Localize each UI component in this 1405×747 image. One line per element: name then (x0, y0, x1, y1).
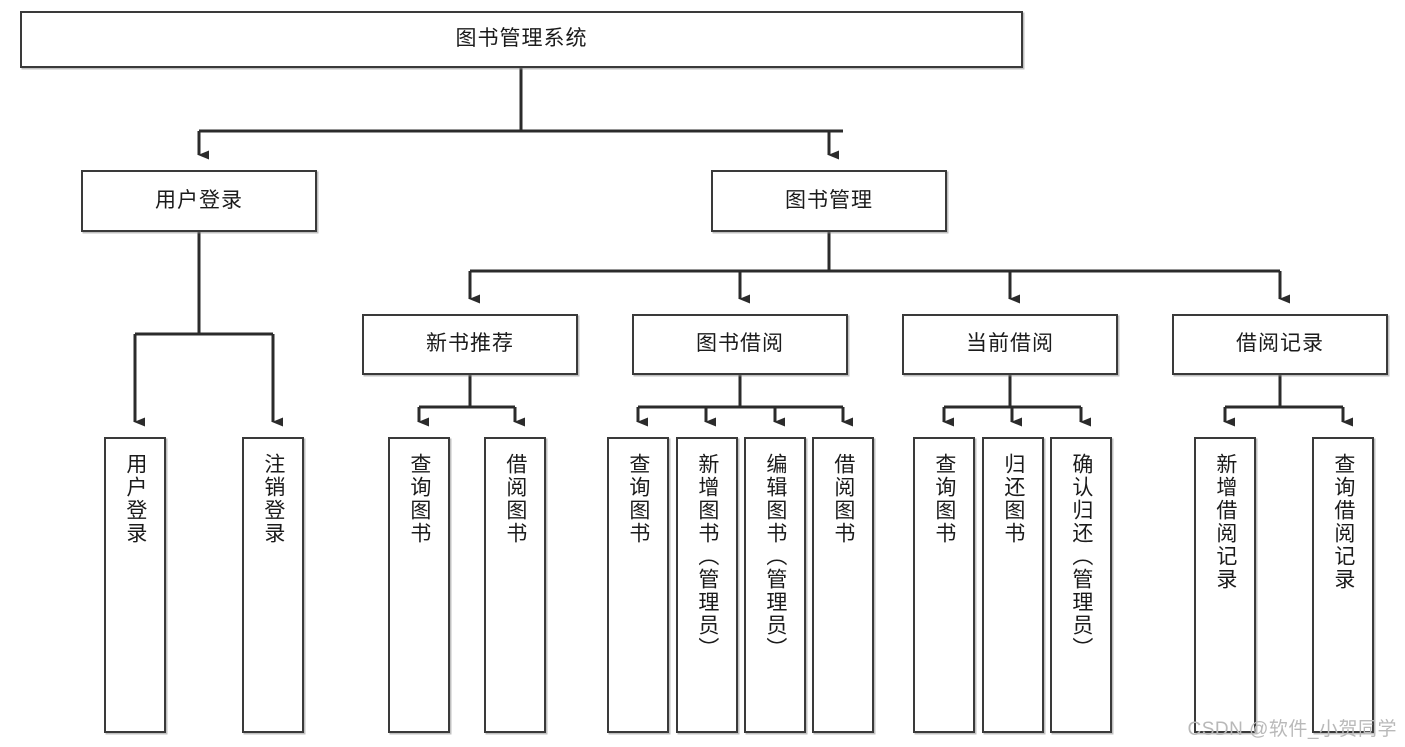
leaf-return-book-label: 归还图书 (1001, 453, 1025, 545)
node-book-manage[interactable]: 图书管理 (711, 170, 947, 232)
node-book-borrow-label: 图书借阅 (696, 332, 784, 356)
leaf-user-login-label: 用户登录 (123, 453, 147, 545)
leaf-borrow-book-2-label: 借阅图书 (831, 453, 855, 545)
leaf-query-book-2-label: 查询图书 (626, 453, 650, 545)
leaf-borrow-book-2[interactable]: 借阅图书 (812, 437, 874, 733)
leaf-add-book-admin-label: 新增图书（管理员） (695, 453, 719, 660)
leaf-add-book-admin[interactable]: 新增图书（管理员） (676, 437, 738, 733)
node-current-borrow-label: 当前借阅 (966, 332, 1054, 356)
node-book-manage-label: 图书管理 (785, 188, 873, 212)
node-new-book-recommend[interactable]: 新书推荐 (362, 314, 578, 375)
leaf-add-borrow-record-label: 新增借阅记录 (1213, 453, 1237, 591)
leaf-edit-book-admin-label: 编辑图书（管理员） (763, 453, 787, 660)
node-borrow-record[interactable]: 借阅记录 (1172, 314, 1388, 375)
node-user-login-label: 用户登录 (155, 188, 243, 212)
leaf-query-book-1-label: 查询图书 (407, 453, 431, 545)
leaf-edit-book-admin[interactable]: 编辑图书（管理员） (744, 437, 806, 733)
leaf-add-borrow-record[interactable]: 新增借阅记录 (1194, 437, 1256, 733)
node-root-label: 图书管理系统 (455, 27, 588, 51)
csdn-watermark: CSDN @软件_小贺同学 (1187, 719, 1397, 740)
node-user-login[interactable]: 用户登录 (81, 170, 317, 232)
leaf-query-borrow-record[interactable]: 查询借阅记录 (1312, 437, 1374, 733)
leaf-logout-login[interactable]: 注销登录 (242, 437, 304, 733)
leaf-borrow-book-1[interactable]: 借阅图书 (484, 437, 546, 733)
leaf-query-borrow-record-label: 查询借阅记录 (1331, 453, 1355, 591)
leaf-query-book-2[interactable]: 查询图书 (607, 437, 669, 733)
leaf-query-book-3-label: 查询图书 (932, 453, 956, 545)
leaf-return-book[interactable]: 归还图书 (982, 437, 1044, 733)
node-borrow-record-label: 借阅记录 (1236, 332, 1324, 356)
leaf-query-book-3[interactable]: 查询图书 (913, 437, 975, 733)
node-current-borrow[interactable]: 当前借阅 (902, 314, 1118, 375)
node-root[interactable]: 图书管理系统 (20, 11, 1023, 68)
leaf-borrow-book-1-label: 借阅图书 (503, 453, 527, 545)
node-new-book-recommend-label: 新书推荐 (426, 332, 514, 356)
leaf-logout-login-label: 注销登录 (261, 453, 285, 545)
leaf-query-book-1[interactable]: 查询图书 (388, 437, 450, 733)
node-book-borrow[interactable]: 图书借阅 (632, 314, 848, 375)
leaf-confirm-return-admin[interactable]: 确认归还（管理员） (1050, 437, 1112, 733)
leaf-user-login[interactable]: 用户登录 (104, 437, 166, 733)
leaf-confirm-return-admin-label: 确认归还（管理员） (1069, 453, 1093, 660)
